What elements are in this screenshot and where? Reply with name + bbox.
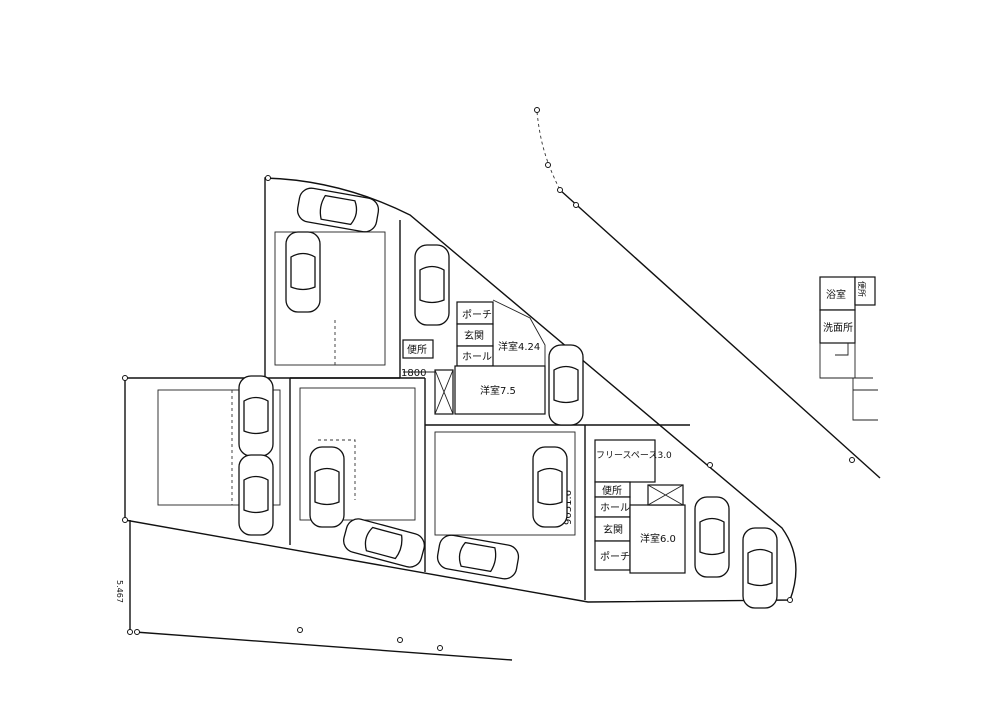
- building-footprints: [157, 231, 576, 536]
- bottom-road-line: [134, 631, 513, 661]
- survey-point-icon: [134, 629, 140, 635]
- house-a-plan: ポーチ 玄関 ホール 便所 洋室4.24 洋室7.5 1800: [401, 299, 546, 415]
- neighbor-building: 浴室 洗面所 便所: [819, 276, 878, 421]
- survey-point-icon: [297, 627, 303, 633]
- neighbor-washroom-label: 洗面所: [823, 322, 853, 334]
- car-icon: [309, 446, 345, 528]
- house-b-free-space-label: フリースペース3.0: [596, 451, 672, 461]
- road-boundary-line: [559, 189, 881, 479]
- survey-point-icon: [122, 517, 128, 523]
- road-curve-dotted: [536, 111, 561, 191]
- house-a-dimension-label: 1800: [401, 368, 426, 379]
- lot-dividers: [265, 220, 690, 600]
- neighbor-toilet-label: 便所: [857, 281, 867, 297]
- car-icon: [285, 231, 321, 313]
- neighbor-bath-label: 浴室: [826, 288, 846, 301]
- house-a-room-large-label: 洋室7.5: [480, 384, 516, 397]
- survey-point-icon: [545, 162, 551, 168]
- survey-point-icon: [265, 175, 271, 181]
- survey-point-icon: [787, 597, 793, 603]
- car-icon: [238, 454, 274, 536]
- house-a-hall-label: ホール: [462, 351, 492, 363]
- house-b-plan: フリースペース3.0 便所 ホール 玄関 洋室6.0 ポーチ: [594, 439, 686, 574]
- house-a-toilet-label: 便所: [407, 343, 427, 356]
- car-icon: [532, 446, 568, 528]
- survey-point-icon: [557, 187, 563, 193]
- survey-point-icon: [573, 202, 579, 208]
- house-b-hall-label: ホール: [600, 502, 630, 514]
- survey-point-icon: [849, 457, 855, 463]
- house-a-porch-label: ポーチ: [462, 309, 492, 321]
- survey-point-icon: [534, 107, 540, 113]
- survey-point-icon: [122, 375, 128, 381]
- car-icon: [742, 527, 778, 609]
- survey-point-icon: [127, 629, 133, 635]
- house-b-entrance-label: 玄関: [603, 523, 623, 536]
- lot-dimension-label: 9051.6: [563, 490, 574, 525]
- parked-cars: [238, 187, 778, 609]
- car-icon: [436, 534, 520, 580]
- house-b-porch-label: ポーチ: [600, 551, 630, 563]
- car-icon: [296, 187, 380, 233]
- survey-points: [122, 107, 855, 651]
- house-a-room-small-label: 洋室4.24: [498, 340, 540, 353]
- survey-point-icon: [397, 637, 403, 643]
- car-icon: [414, 244, 450, 326]
- car-icon: [343, 518, 425, 568]
- house-b-toilet-label: 便所: [602, 484, 622, 497]
- car-icon: [238, 375, 274, 457]
- house-b-room-label: 洋室6.0: [640, 532, 676, 545]
- car-icon: [548, 344, 584, 426]
- survey-point-icon: [437, 645, 443, 651]
- lot-outline: [124, 177, 797, 603]
- survey-point-icon: [707, 462, 713, 468]
- house-a-entrance-label: 玄関: [464, 329, 484, 342]
- left-dimension-label: 5.467: [115, 580, 124, 603]
- car-icon: [694, 496, 730, 578]
